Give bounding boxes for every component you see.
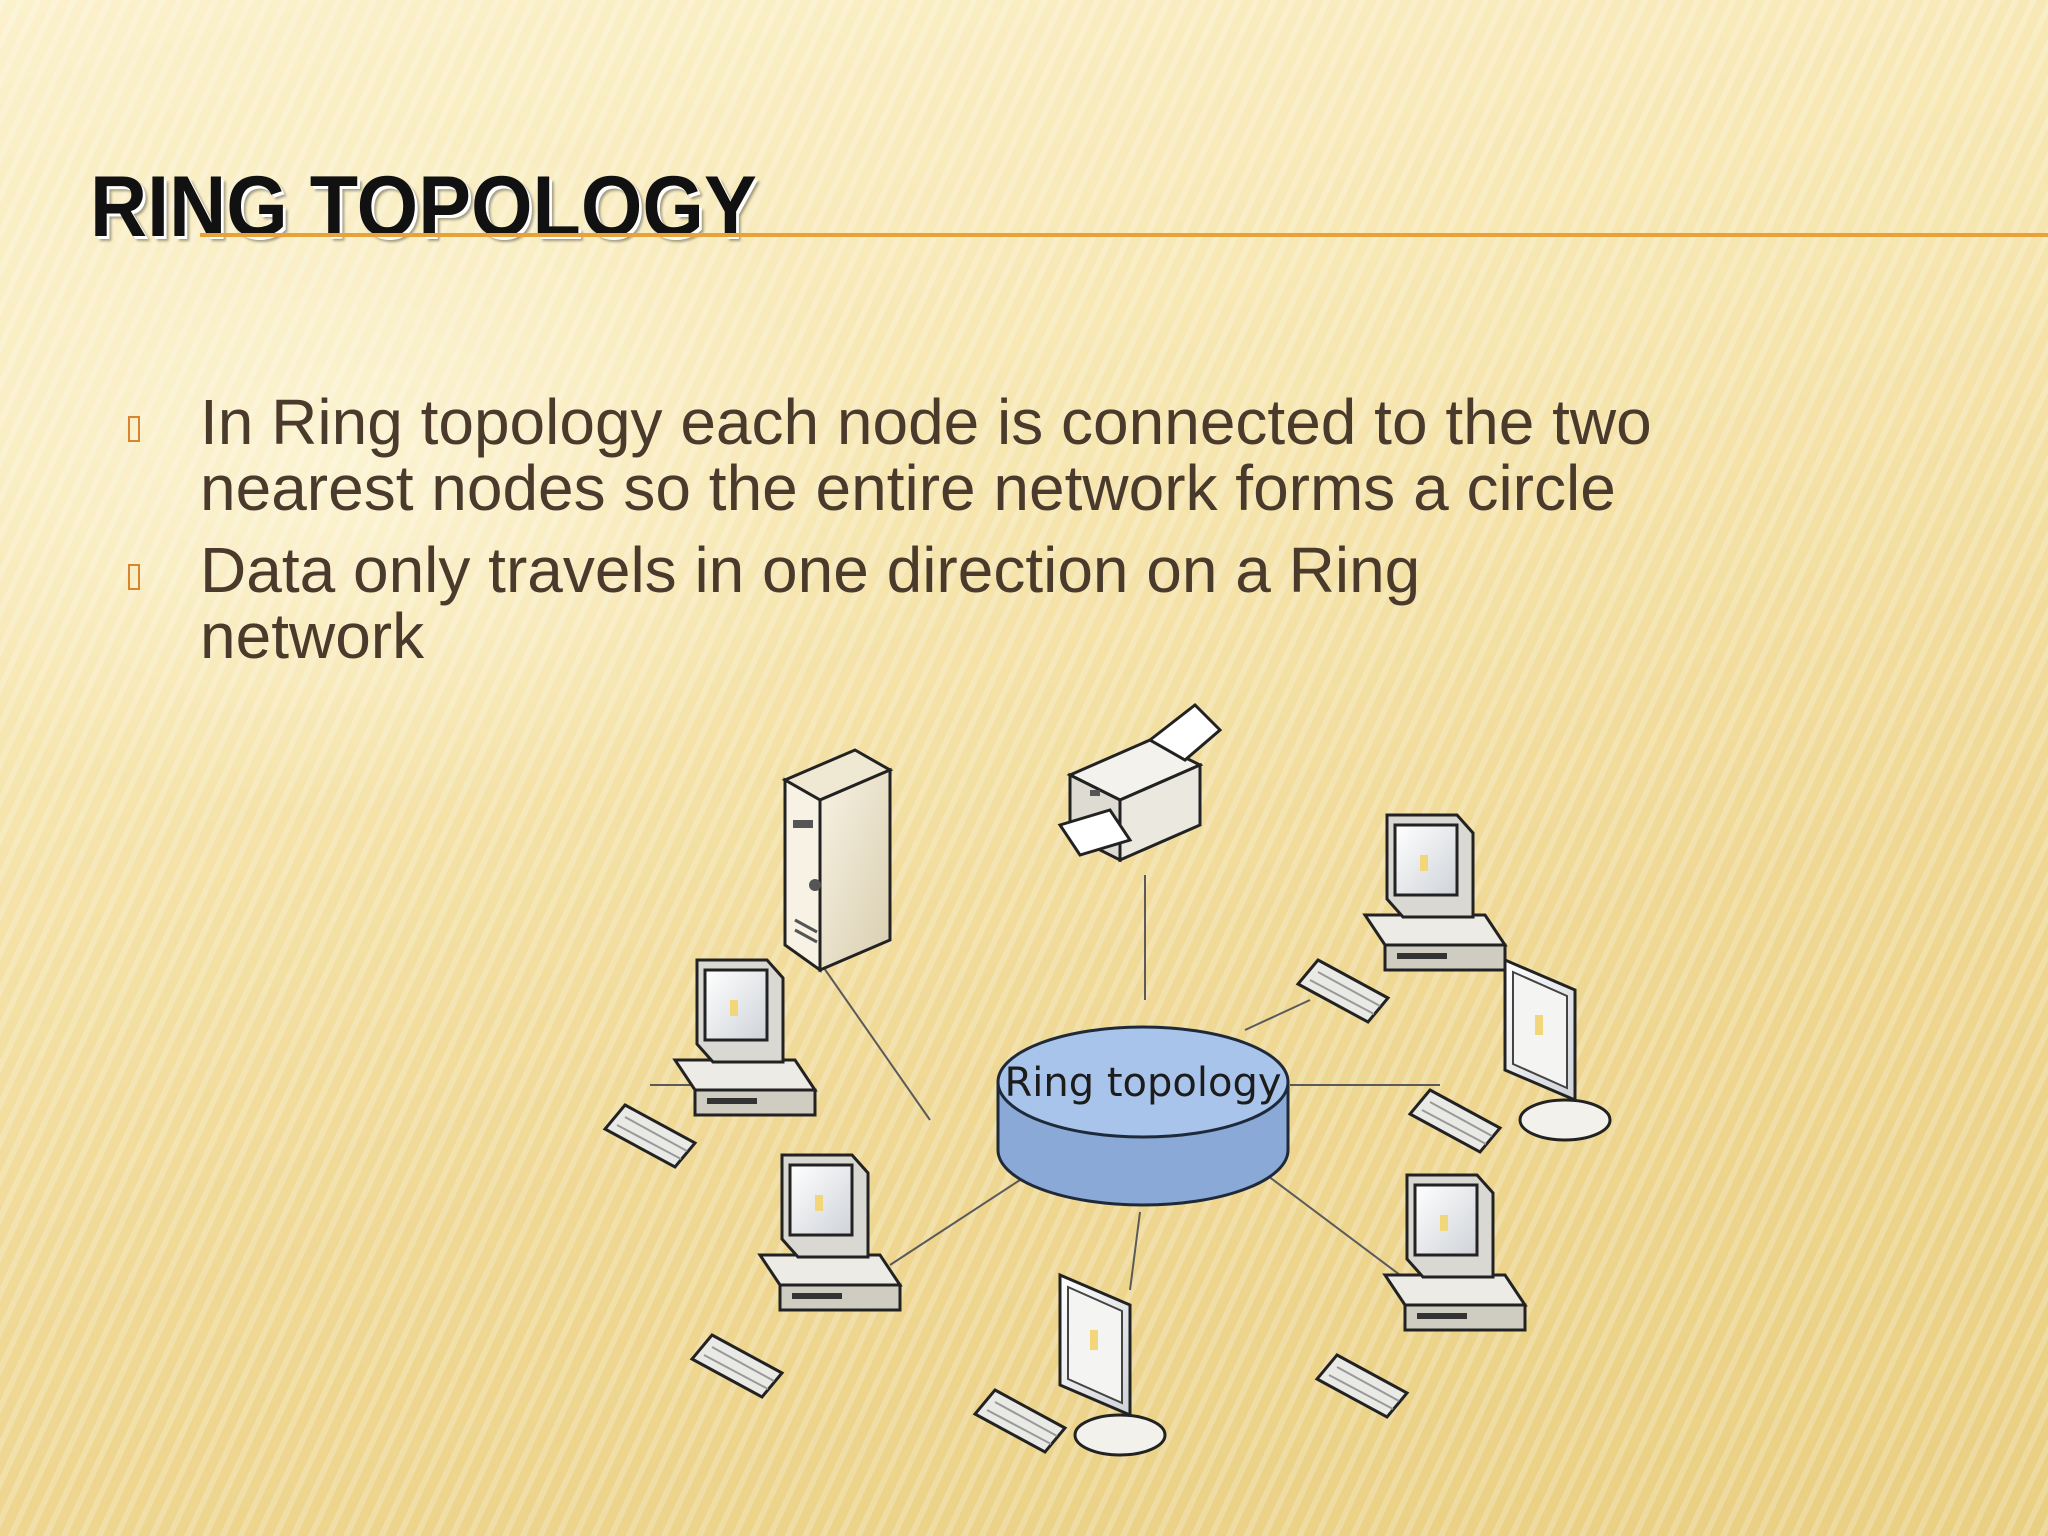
keyboard-icon [1296,958,1390,1024]
bullet-text-line: network [200,600,425,672]
keyboard-icon [1315,1353,1409,1419]
ring-hub: Ring topology [996,1025,1290,1207]
monitor-icon [1058,1272,1167,1457]
bullet-list: In Ring topology each node is connected … [120,390,1960,686]
title-underline [200,233,2048,237]
workstation-icon [1383,1173,1527,1332]
workstation-icon [1363,813,1507,972]
connection-lines [650,875,1440,1291]
bullet-text-line: In Ring topology each node is connected … [200,386,1652,458]
bullet-marker-icon [128,564,140,590]
slide-title: RING TOPOLOGY [90,159,757,255]
workstation-icon [673,958,817,1117]
keyboard-icon [690,1333,784,1399]
bullet-item: In Ring topology each node is connected … [120,390,1960,520]
bullet-text-line: Data only travels in one direction on a … [200,534,1421,606]
keyboard-icon [603,1103,697,1169]
bullet-item: Data only travels in one direction on a … [120,538,1960,668]
monitor-icon [1503,957,1612,1142]
keyboard-icon [1408,1088,1502,1154]
workstation-icon [758,1153,902,1312]
keyboard-icon [973,1388,1067,1454]
bullet-marker-icon [128,416,140,442]
printer-icon [1057,703,1223,863]
ring-topology-label: Ring topology [1004,1060,1281,1106]
ring-topology-diagram: Ring topology [603,703,1612,1457]
server-icon [781,748,894,973]
bullet-text-line: nearest nodes so the entire network form… [200,452,1616,524]
